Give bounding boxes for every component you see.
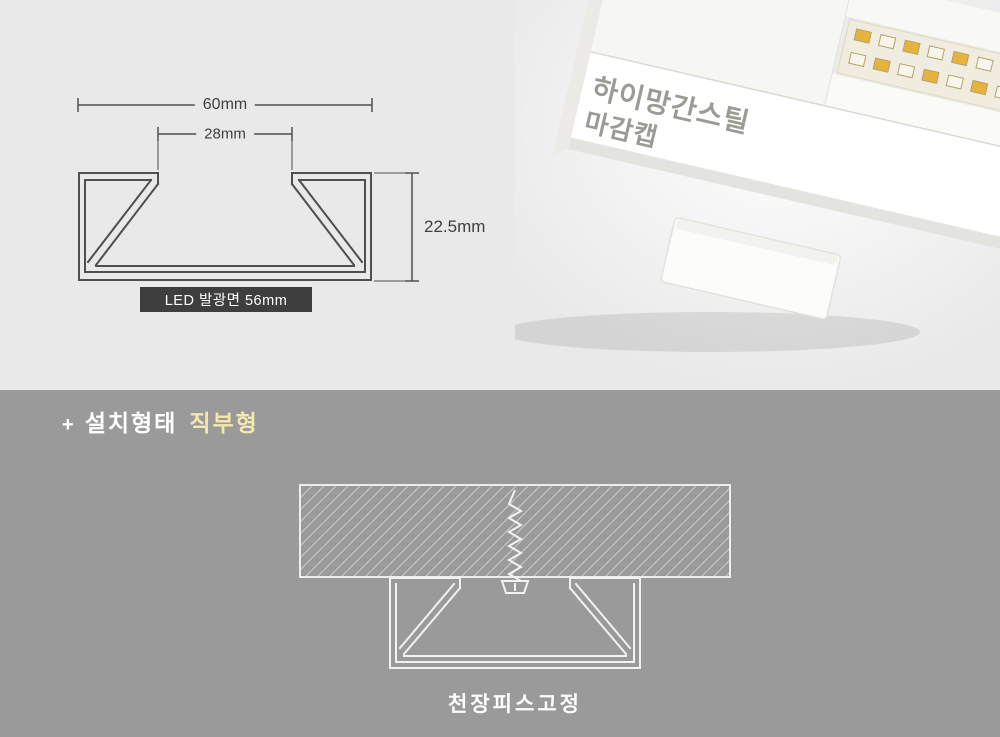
led-face-badge: LED 발광면 56mm bbox=[140, 287, 312, 312]
product-shadow bbox=[515, 312, 920, 352]
install-title-plus: + bbox=[62, 414, 76, 436]
product-photo: 하이망간스틸 마감캡 bbox=[515, 0, 1000, 390]
dimension-line-height bbox=[374, 172, 419, 282]
open-led-section bbox=[824, 0, 1000, 149]
led-profile-bar: 하이망간스틸 마감캡 bbox=[552, 0, 1000, 276]
dim-label-28mm: 28mm bbox=[196, 125, 254, 143]
install-profile-outline bbox=[389, 577, 641, 669]
led-chips bbox=[848, 28, 1000, 101]
profile-end-face bbox=[552, 0, 620, 154]
dim-label-height: 22.5mm bbox=[424, 217, 486, 236]
install-diagram bbox=[299, 484, 731, 669]
install-title-text: 설치형태 bbox=[84, 410, 178, 436]
dim-label-60mm: 60mm bbox=[194, 96, 256, 114]
install-section: + 설치형태 직부형 천장피스고정 bbox=[0, 390, 1000, 737]
profile-side-face bbox=[568, 51, 1000, 276]
install-title: + 설치형태 직부형 bbox=[62, 404, 259, 438]
cross-section-drawing bbox=[77, 98, 419, 282]
spec-section: 60mm 28mm 22.5mm LED 발광면 56mm bbox=[77, 0, 1000, 390]
install-caption: 천장피스고정 bbox=[448, 693, 582, 716]
install-type-text: 직부형 bbox=[189, 410, 259, 436]
profile-outline bbox=[78, 172, 372, 281]
diffuser-cover-left bbox=[590, 0, 854, 106]
screw-graphic bbox=[500, 489, 530, 594]
end-cap bbox=[660, 217, 841, 320]
